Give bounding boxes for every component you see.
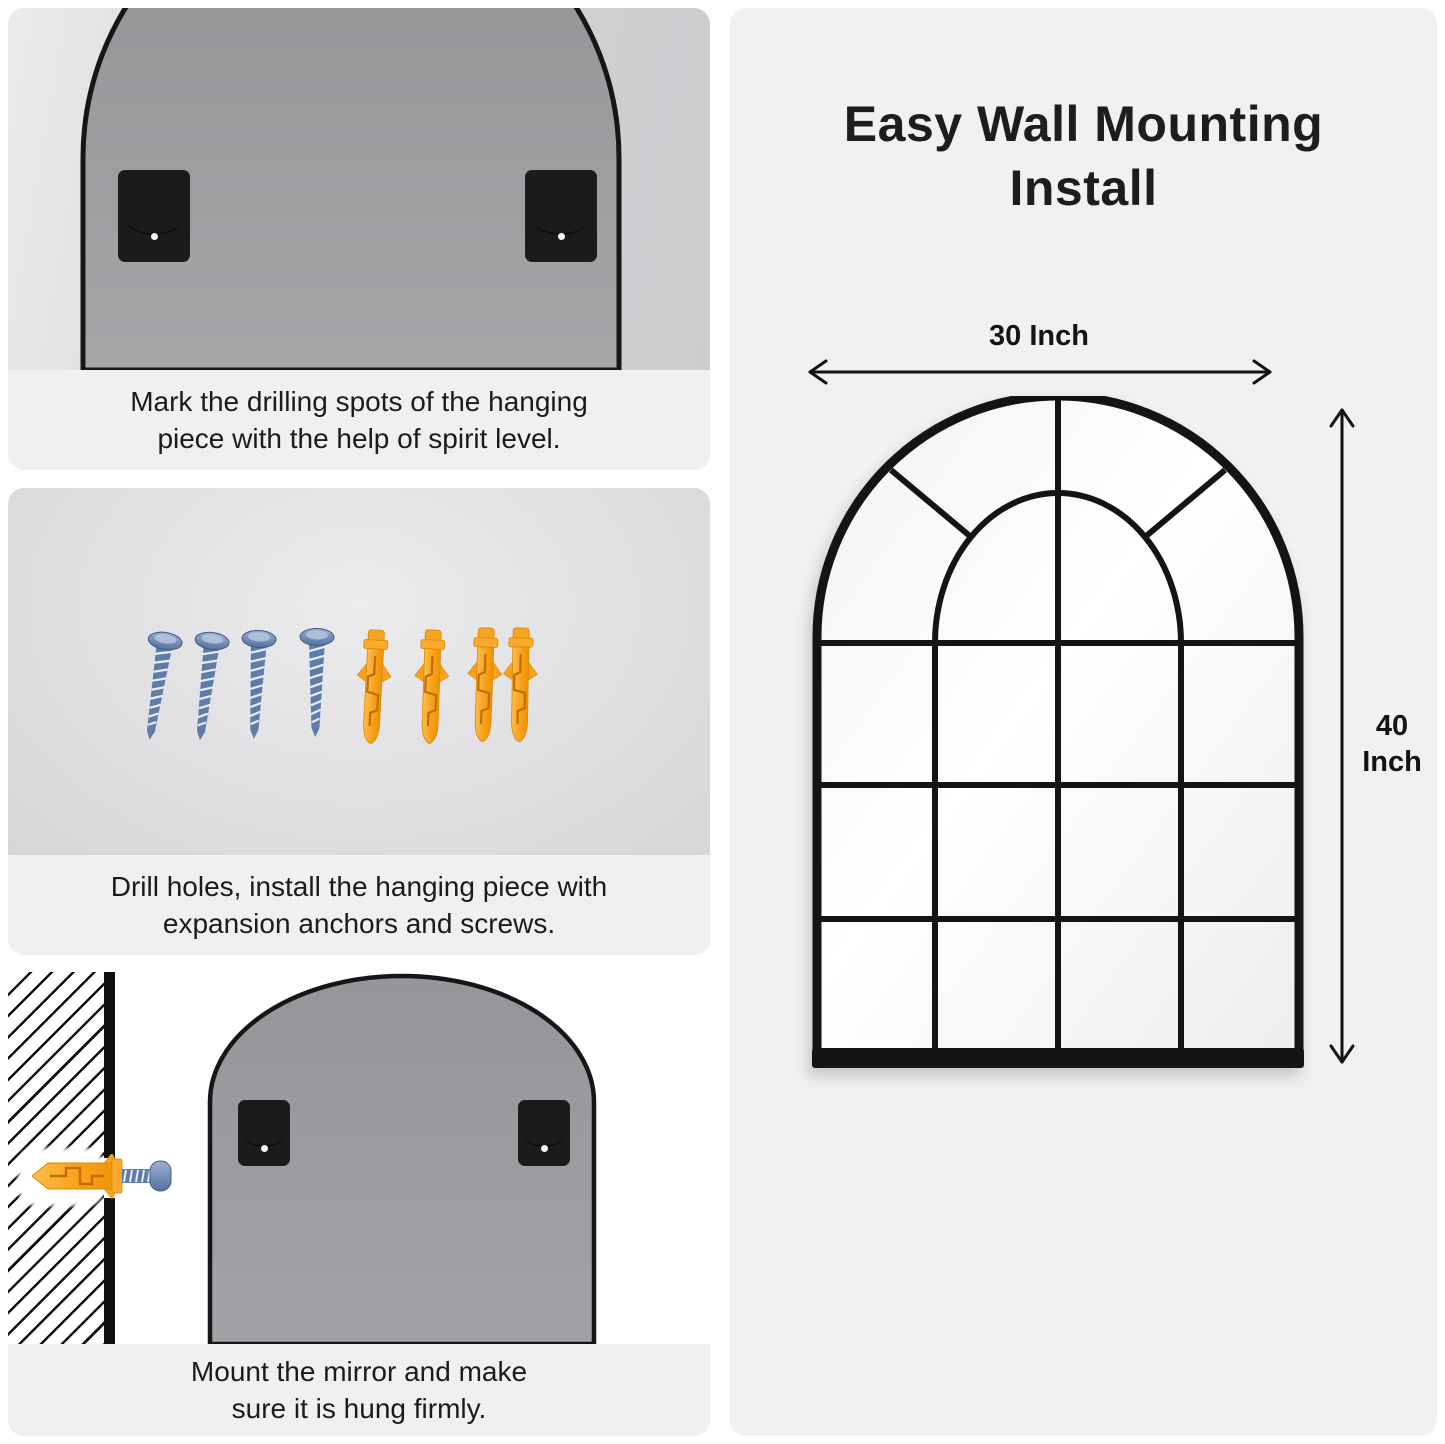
hanging-bracket <box>238 1100 290 1166</box>
mounting-info-panel: Easy Wall Mounting Install 30 Inch <box>730 8 1437 1436</box>
step3-caption-line1: Mount the mirror and make <box>190 1356 528 1387</box>
step2-panel: Drill holes, install the hanging piece w… <box>8 488 710 955</box>
title-line1: Easy Wall Mounting <box>843 96 1324 152</box>
step1-caption: Mark the drilling spots of the hanging p… <box>8 370 710 470</box>
step1-panel: Mark the drilling spots of the hanging p… <box>8 8 710 470</box>
width-arrow <box>808 359 1272 385</box>
expansion-anchor-icon <box>352 628 395 746</box>
height-unit: Inch <box>1362 746 1422 778</box>
expansion-anchor-icon <box>464 626 505 744</box>
hanging-bracket <box>118 170 190 262</box>
window-mirror-diagram <box>812 396 1304 1068</box>
page-title: Easy Wall Mounting Install <box>730 92 1437 220</box>
step3-photo <box>8 972 710 1344</box>
mirror-back-icon <box>80 8 622 370</box>
expansion-anchor-icon <box>501 626 540 744</box>
height-value: 40 <box>1375 710 1409 742</box>
hardware-kit <box>131 626 540 746</box>
step2-photo <box>8 488 710 855</box>
width-dimension-label: 30 Inch <box>989 320 1089 352</box>
screw-icon <box>181 629 232 744</box>
hanging-bracket <box>525 170 597 262</box>
step1-caption-line2: piece with the help of spirit level. <box>157 423 561 454</box>
screw-icon <box>131 628 185 744</box>
step2-caption-line2: expansion anchors and screws. <box>162 908 556 939</box>
title-line2: Install <box>1009 160 1158 216</box>
step1-caption-line1: Mark the drilling spots of the hanging <box>130 386 588 417</box>
screw-icon <box>297 627 336 739</box>
anchor-screw-in-wall-icon <box>31 1154 172 1200</box>
step2-caption-line1: Drill holes, install the hanging piece w… <box>110 871 608 902</box>
height-dimension-label: 40 Inch <box>1347 708 1437 780</box>
mirror-back-icon <box>207 973 597 1344</box>
height-arrow <box>1329 408 1355 1064</box>
step3-caption-line2: sure it is hung firmly. <box>231 1393 487 1424</box>
wall-edge <box>104 1198 115 1344</box>
screw-icon <box>235 628 278 741</box>
step2-caption: Drill holes, install the hanging piece w… <box>8 855 710 955</box>
step3-caption: Mount the mirror and make sure it is hun… <box>8 1344 710 1436</box>
hanging-bracket <box>518 1100 570 1166</box>
wall-edge <box>104 972 115 1158</box>
expansion-anchor-icon <box>411 628 452 746</box>
step1-photo <box>8 8 710 370</box>
step3-panel: Mount the mirror and make sure it is hun… <box>8 972 710 1436</box>
